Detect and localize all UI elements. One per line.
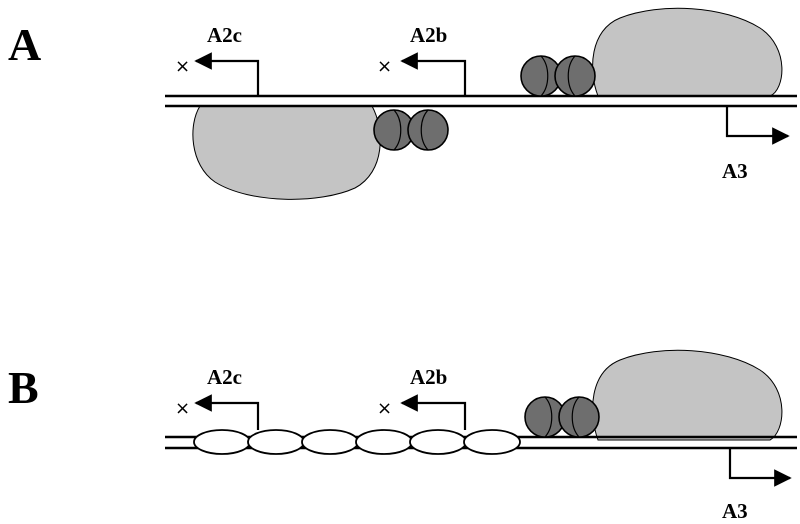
oval-1 [193,429,251,455]
blocked-x-icon: × [377,56,392,77]
panel-letter-b: B [8,362,39,413]
promoter-label-a2b: A2b [410,23,447,47]
large-protein-bottom-left [192,105,381,200]
panel-b: B × A2c × [8,349,797,523]
large-protein-top-right [592,7,783,97]
promoter-a2c-arrow: × A2c [175,365,260,430]
blocked-x-icon: × [175,56,190,77]
promoter-label-a3: A3 [722,499,748,523]
promoter-a3-arrow: A3 [722,106,790,183]
oval-3 [301,429,359,455]
blocked-x-icon: × [377,398,392,419]
promoter-a3-arrow: A3 [722,448,792,523]
oval-array [193,429,521,455]
promoter-a2b-arrow: × A2b [377,365,467,430]
small-protein-dimer-top [520,55,596,97]
small-protein-dimer-bottom [373,109,449,151]
promoter-label-a2c: A2c [207,365,242,389]
small-protein-dimer-top [524,396,600,438]
promoter-label-a2b: A2b [410,365,447,389]
promoter-label-a2c: A2c [207,23,242,47]
panel-a: A × A2c × [8,7,797,200]
oval-4 [355,429,413,455]
promoter-label-a3: A3 [722,159,748,183]
oval-2 [247,429,305,455]
oval-6 [463,429,521,455]
promoter-a2c-arrow: × A2c [175,23,260,96]
promoter-a2b-arrow: × A2b [377,23,467,96]
blocked-x-icon: × [175,398,190,419]
oval-5 [409,429,467,455]
panel-letter-a: A [8,19,41,70]
large-protein-top-right [592,349,783,441]
